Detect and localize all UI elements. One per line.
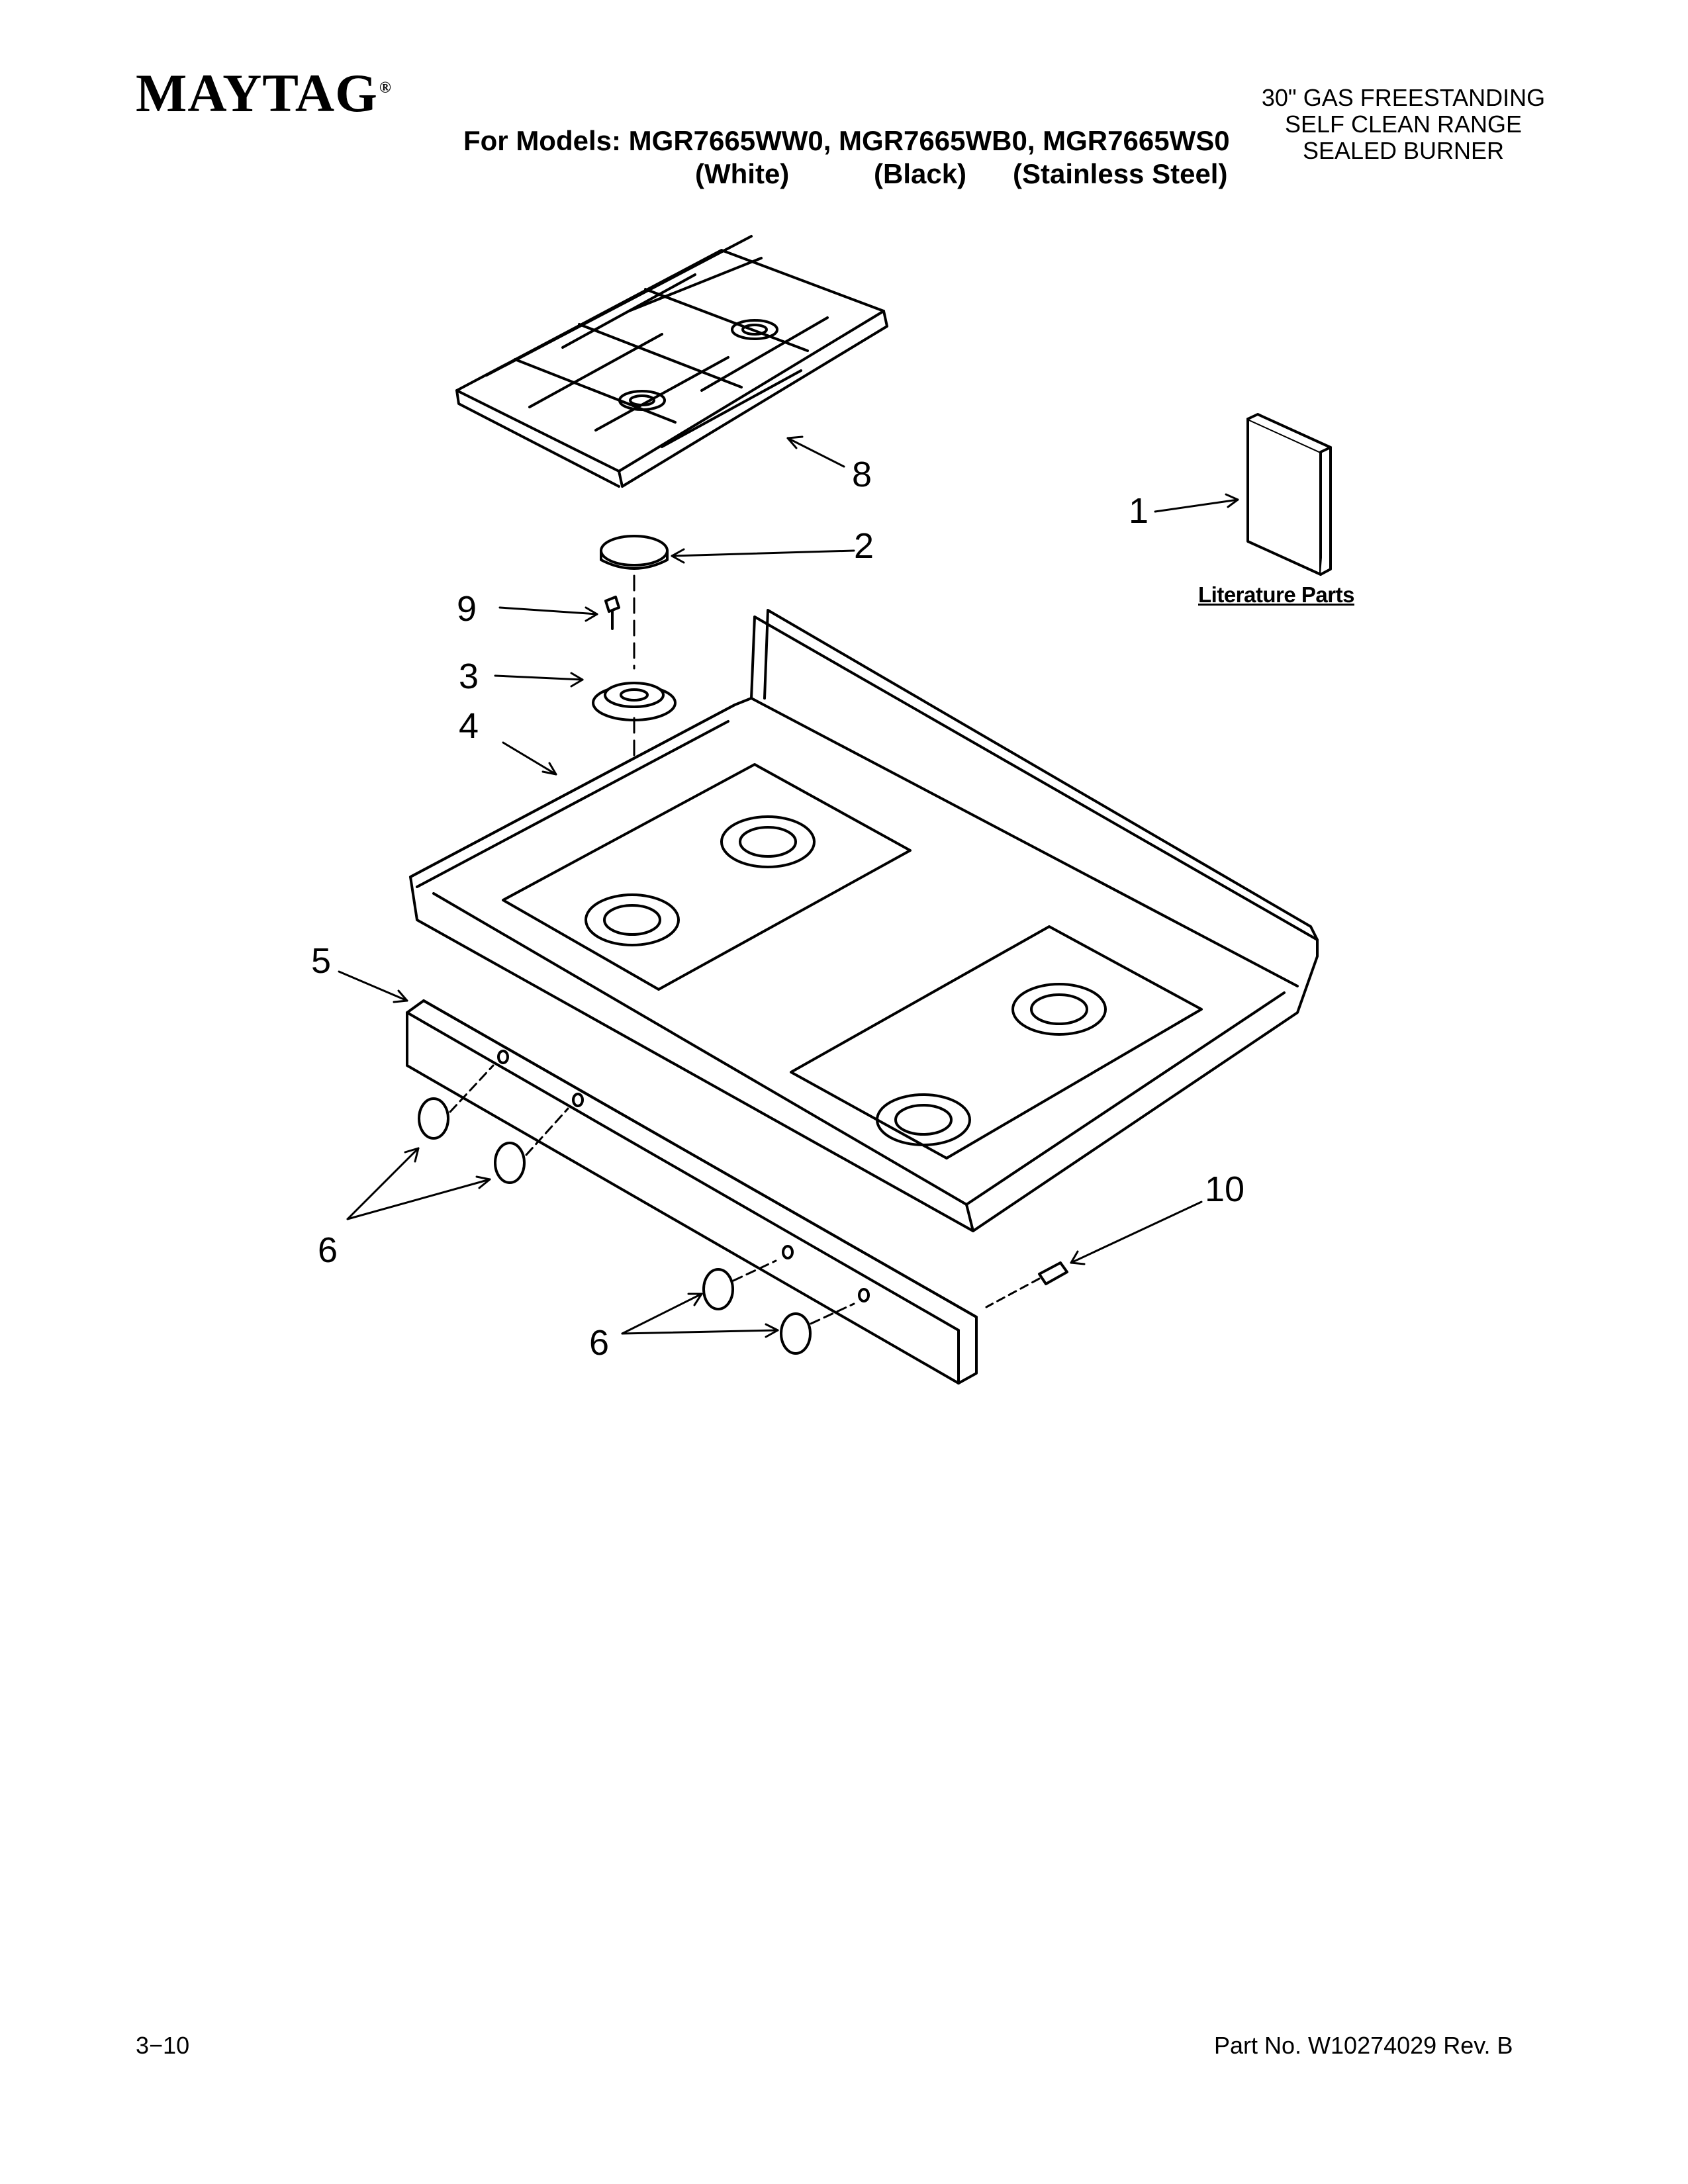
brand-logo: MAYTAG® <box>136 63 392 123</box>
callout-4: 4 <box>459 706 479 746</box>
spec-line: SEALED BURNER <box>1302 137 1505 164</box>
spec-line: SELF CLEAN RANGE <box>1284 111 1523 138</box>
callout-8: 8 <box>852 455 872 494</box>
part-number: Part No. W10274029 Rev. B <box>1214 2032 1513 2059</box>
screw-9 <box>604 596 620 630</box>
callout-5: 5 <box>311 941 331 981</box>
callout-9: 9 <box>457 589 477 629</box>
screw-10 <box>985 1261 1068 1308</box>
burner-cap <box>600 535 669 570</box>
variant-white: (White) <box>695 158 790 189</box>
burner-base <box>592 682 677 721</box>
leader-lines <box>338 435 1239 1338</box>
range-spec: 30" GAS FREESTANDING SELF CLEAN RANGE SE… <box>1231 85 1575 164</box>
cooktop <box>409 609 1319 1232</box>
literature-parts-label: Literature Parts <box>1198 582 1354 607</box>
literature-part <box>1246 413 1332 576</box>
callout-2: 2 <box>854 526 874 566</box>
callout-6a: 6 <box>318 1230 338 1270</box>
page-number: 3−10 <box>136 2032 190 2059</box>
control-knobs <box>418 1064 855 1355</box>
callout-10: 10 <box>1205 1169 1244 1209</box>
variant-black: (Black) <box>874 158 967 189</box>
models-line: For Models: MGR7665WW0, MGR7665WB0, MGR7… <box>463 125 1230 156</box>
callout-3: 3 <box>459 657 479 696</box>
callout-6b: 6 <box>589 1323 609 1363</box>
callout-1: 1 <box>1129 491 1149 531</box>
spec-line: 30" GAS FREESTANDING <box>1261 84 1546 111</box>
models-header: For Models: MGR7665WW0, MGR7665WB0, MGR7… <box>463 124 1231 189</box>
grate <box>455 235 888 488</box>
control-panel <box>406 999 978 1385</box>
variant-stainless: (Stainless Steel) <box>1013 158 1228 189</box>
